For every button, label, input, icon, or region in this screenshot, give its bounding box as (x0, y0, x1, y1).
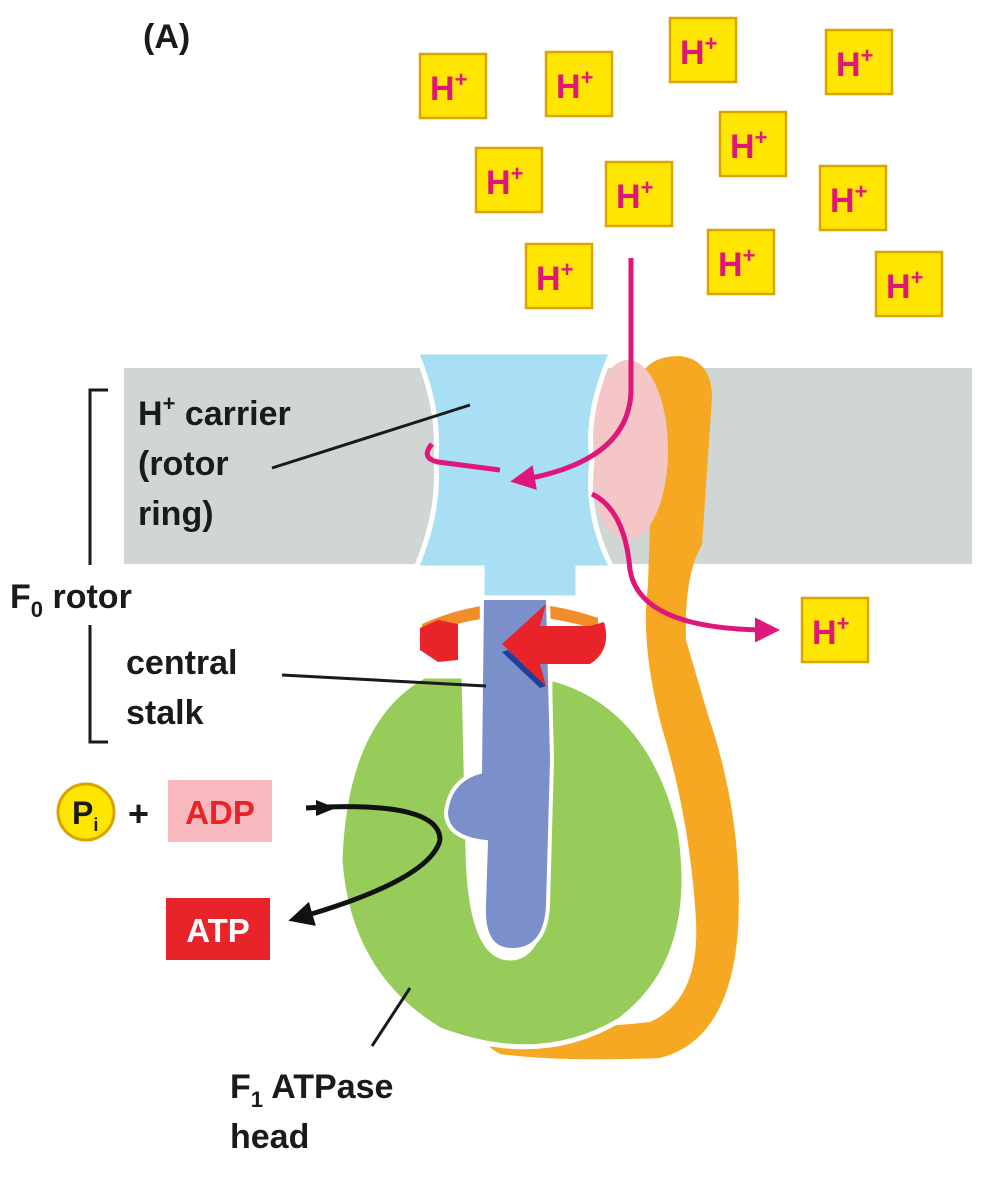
stalk-label-2: stalk (126, 694, 204, 732)
f1-label-2: head (230, 1118, 309, 1156)
rotation-arrow (420, 620, 458, 662)
proton-box: H+ (718, 110, 788, 178)
svg-text:H+: H+ (536, 257, 573, 298)
rotation-ring-back (422, 603, 598, 636)
svg-text:H+: H+ (486, 161, 523, 202)
svg-text:H+: H+ (730, 125, 767, 166)
svg-text:H+: H+ (830, 179, 867, 220)
central-stalk (443, 596, 555, 953)
carrier-leader (271, 403, 471, 470)
proton-box: H+ (824, 28, 894, 96)
adp-label: ADP (185, 794, 255, 831)
svg-text:H+: H+ (836, 43, 873, 84)
proton-path-exit (590, 491, 780, 643)
rotation-arrow-shadow (502, 650, 546, 688)
pi-label: Pi (72, 795, 98, 835)
panel-label: (A) (143, 18, 190, 56)
svg-text:H+: H+ (556, 65, 593, 106)
f1-label-1: F1 ATPase (230, 1068, 393, 1112)
proton-box: H+ (818, 164, 888, 232)
proton-path-entry (510, 258, 634, 490)
stator-contact (588, 360, 668, 540)
f1-leader (370, 987, 412, 1047)
proton-path-curl (424, 442, 501, 473)
carrier-label-1: H+ carrier (138, 391, 291, 433)
rotation-arrow-head (502, 604, 607, 686)
svg-text:H+: H+ (812, 611, 849, 652)
proton-box: H+ (524, 242, 594, 310)
adp-box (168, 780, 272, 842)
adp-arrowhead (316, 800, 336, 816)
stalk-label-1: central (126, 644, 238, 682)
stalk-leader (281, 673, 487, 688)
svg-text:H+: H+ (616, 175, 653, 216)
proton-box: H+ (706, 228, 776, 296)
atp-label: ATP (186, 912, 250, 949)
proton-box: H+ (668, 16, 738, 84)
carrier-label-3: ring) (138, 495, 214, 533)
svg-text:H+: H+ (886, 265, 923, 306)
svg-text:H+: H+ (718, 243, 755, 284)
plus-sign: + (128, 793, 149, 834)
proton-box-released: H+ (800, 596, 870, 664)
atp-box (166, 898, 270, 960)
f1-head (337, 673, 687, 1050)
svg-text:H+: H+ (680, 31, 717, 72)
adp-atp-arrow (288, 804, 443, 926)
pi-circle (56, 782, 116, 842)
f0-rotor-label: F0 rotor (10, 578, 132, 622)
rotor-ring (412, 349, 617, 601)
proton-box: H+ (474, 146, 544, 214)
proton-box: H+ (544, 50, 614, 118)
peripheral-stalk (483, 356, 739, 1060)
proton-box: H+ (874, 250, 944, 318)
proton-box: H+ (604, 160, 674, 228)
carrier-label-2: (rotor (138, 445, 229, 483)
proton-box: H+ (418, 52, 488, 120)
svg-text:H+: H+ (430, 67, 467, 108)
f0-bracket (88, 388, 108, 744)
